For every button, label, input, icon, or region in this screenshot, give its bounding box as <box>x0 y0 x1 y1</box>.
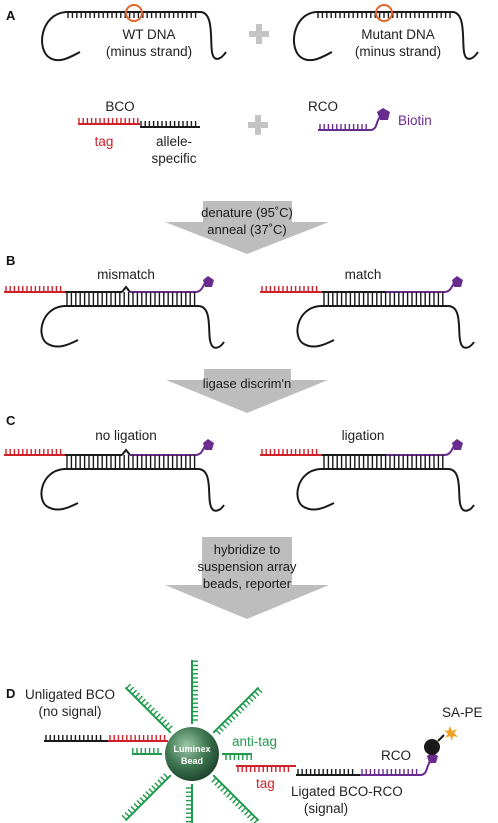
biotin-label: Biotin <box>398 113 432 128</box>
ligated-sublabel: (signal) <box>304 801 348 816</box>
streptavidin-pe-icon <box>424 739 440 755</box>
panel-label-b: B <box>6 253 15 268</box>
svg-text:ligase discrim'n: ligase discrim'n <box>203 376 291 391</box>
anti-tag-spokes <box>121 660 263 823</box>
panel-label-c: C <box>6 413 16 428</box>
wt-dna-label: WT DNA <box>123 27 176 42</box>
rco-label-d: RCO <box>381 748 411 763</box>
ligation-duplex <box>260 439 475 512</box>
mismatch-duplex <box>4 276 225 349</box>
biotin-icon-d <box>427 752 438 763</box>
svg-text:suspension array: suspension array <box>198 559 297 574</box>
allele-specific-label-1: allele- <box>156 134 192 149</box>
match-duplex <box>260 276 475 349</box>
unligated-bco-oligo <box>44 735 168 742</box>
mismatch-label: mismatch <box>97 267 155 282</box>
arrow-hybridize: hybridize to suspension array beads, rep… <box>165 537 329 619</box>
svg-text:anneal (37˚C): anneal (37˚C) <box>207 222 287 237</box>
bco-oligo <box>78 118 200 128</box>
arrow-ligase: ligase discrim'n <box>166 369 328 413</box>
svg-text:denature (95˚C): denature (95˚C) <box>201 205 293 220</box>
anti-tag-label: anti-tag <box>232 734 277 749</box>
wt-dna-strand <box>41 4 227 62</box>
allele-specific-label-2: specific <box>151 151 196 166</box>
panel-label-a: A <box>6 8 16 23</box>
no-ligation-duplex <box>4 439 225 512</box>
wt-dna-sublabel: (minus strand) <box>106 44 192 59</box>
bead-sublabel: Bead <box>181 756 203 766</box>
biotin-icon <box>377 108 390 120</box>
rco-label: RCO <box>308 99 338 114</box>
ligated-bco-rco <box>236 734 445 776</box>
luminex-bead <box>165 727 219 781</box>
mutant-dna-strand <box>293 4 479 62</box>
mutant-site-circle <box>375 4 393 22</box>
wt-site-circle <box>125 4 143 22</box>
pe-fluorophore-icon <box>444 726 458 741</box>
arrow-denature-anneal: denature (95˚C) anneal (37˚C) <box>165 201 329 254</box>
tag-label: tag <box>95 134 114 149</box>
bco-label: BCO <box>105 99 134 114</box>
bead-label: Luminex <box>173 744 210 754</box>
match-label: match <box>345 267 382 282</box>
rco-oligo <box>318 108 390 131</box>
ligated-label: Ligated BCO-RCO <box>291 784 403 799</box>
panel-label-d: D <box>6 686 15 701</box>
mutant-dna-label: Mutant DNA <box>361 27 435 42</box>
svg-text:hybridize to: hybridize to <box>214 542 280 557</box>
plus-icon <box>249 24 269 44</box>
sa-pe-label: SA-PE <box>442 705 483 720</box>
tag-label-d: tag <box>256 776 275 791</box>
no-ligation-label: no ligation <box>95 428 157 443</box>
unligated-bco-label: Unligated BCO <box>25 687 115 702</box>
svg-text:beads, reporter: beads, reporter <box>203 576 292 591</box>
mutant-dna-sublabel: (minus strand) <box>355 44 441 59</box>
ligation-label: ligation <box>342 428 385 443</box>
unligated-bco-sublabel: (no signal) <box>38 704 101 719</box>
plus-icon-2 <box>248 115 268 135</box>
